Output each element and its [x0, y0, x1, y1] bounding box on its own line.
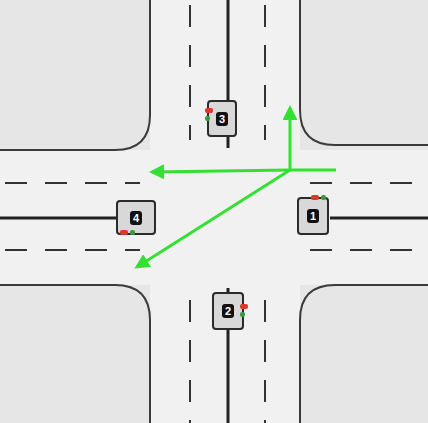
route-arrow: [289, 108, 292, 170]
lane-dash: [5, 182, 140, 184]
lane-dash: [189, 300, 191, 423]
lane-dash: [310, 249, 428, 251]
curb-line: [300, 285, 428, 423]
car-number: 2: [222, 304, 234, 318]
route-arrow: [137, 170, 290, 267]
lane-dash: [310, 182, 428, 184]
tail-light: [205, 108, 213, 113]
route-stem: [290, 169, 336, 172]
lane-dash: [264, 300, 266, 423]
car-number: 1: [307, 209, 319, 223]
lane-dash: [189, 5, 191, 140]
car-number: 3: [216, 112, 228, 126]
status-light: [130, 230, 135, 235]
route-arrow: [152, 170, 290, 172]
car-robot: 3: [207, 100, 237, 137]
tail-light: [311, 195, 319, 200]
curb-line: [0, 285, 150, 423]
status-light: [321, 195, 326, 200]
lane-dash: [5, 249, 140, 251]
status-light: [240, 312, 245, 317]
tail-light: [240, 304, 248, 309]
curb-line: [300, 0, 428, 145]
curb-line: [0, 0, 150, 150]
lane-dash: [264, 5, 266, 140]
center-line: [330, 217, 428, 220]
lane-dashes: [5, 5, 428, 423]
horizontal-road: [0, 150, 428, 285]
tail-light: [120, 230, 128, 235]
status-light: [205, 116, 210, 121]
car-robot: 2: [212, 292, 244, 330]
car-robot: 4: [116, 200, 156, 235]
center-line: [0, 217, 118, 220]
car-robot: 1: [297, 197, 329, 235]
car-number: 4: [130, 211, 142, 225]
